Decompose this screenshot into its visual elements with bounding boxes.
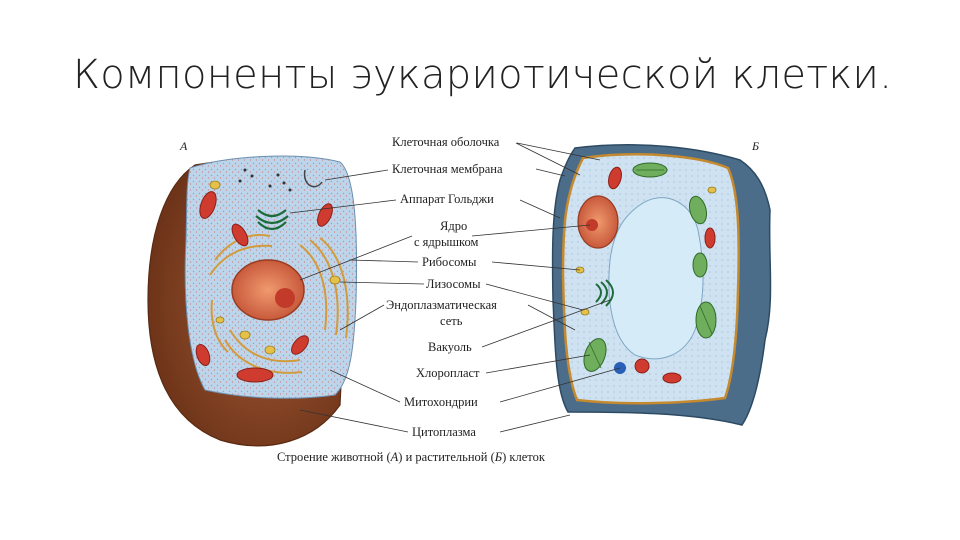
animal-golgi (255, 209, 289, 231)
label-cell-membrane: Клеточная мембрана (392, 162, 503, 176)
slide-title: Компоненты эукариотической клетки. (73, 52, 893, 98)
label-er: Эндоплазматическая (386, 298, 497, 312)
animal-lysosomes (209, 180, 341, 355)
label-lysosomes: Лизосомы (426, 277, 481, 291)
labels: Клеточная оболочка Клеточная мембрана Ап… (386, 135, 503, 439)
plant-nucleus (577, 195, 619, 249)
label-mitochondria: Митохондрии (404, 395, 478, 409)
panel-a-letter: А (179, 139, 188, 153)
label-nucleolus: с ядрышком (414, 235, 479, 249)
label-nucleus: Ядро (440, 219, 467, 233)
plant-chloroplasts (583, 162, 717, 372)
label-ribosomes: Рибосомы (422, 255, 477, 269)
label-er-2: сеть (440, 314, 463, 328)
animal-cell (147, 155, 358, 447)
plant-nucleolus (586, 219, 598, 231)
animal-nucleolus (275, 288, 295, 308)
label-vacuole: Вакуоль (428, 340, 472, 354)
label-cell-wall: Клеточная оболочка (392, 135, 500, 149)
plant-vacuole (608, 197, 704, 360)
label-golgi: Аппарат Гольджи (400, 192, 494, 206)
plant-cell (551, 144, 772, 426)
figure-caption: Строение животной (А) и растительной (Б)… (277, 450, 545, 464)
label-chloroplast: Хлоропласт (416, 366, 480, 380)
animal-mitochondria (195, 191, 333, 383)
plant-golgi (595, 279, 614, 307)
panel-b-letter: Б (751, 139, 759, 153)
plant-mitochondria (608, 166, 716, 384)
label-cytoplasm: Цитоплазма (412, 425, 476, 439)
leader-lines (289, 142, 621, 433)
animal-nucleus (231, 259, 305, 321)
